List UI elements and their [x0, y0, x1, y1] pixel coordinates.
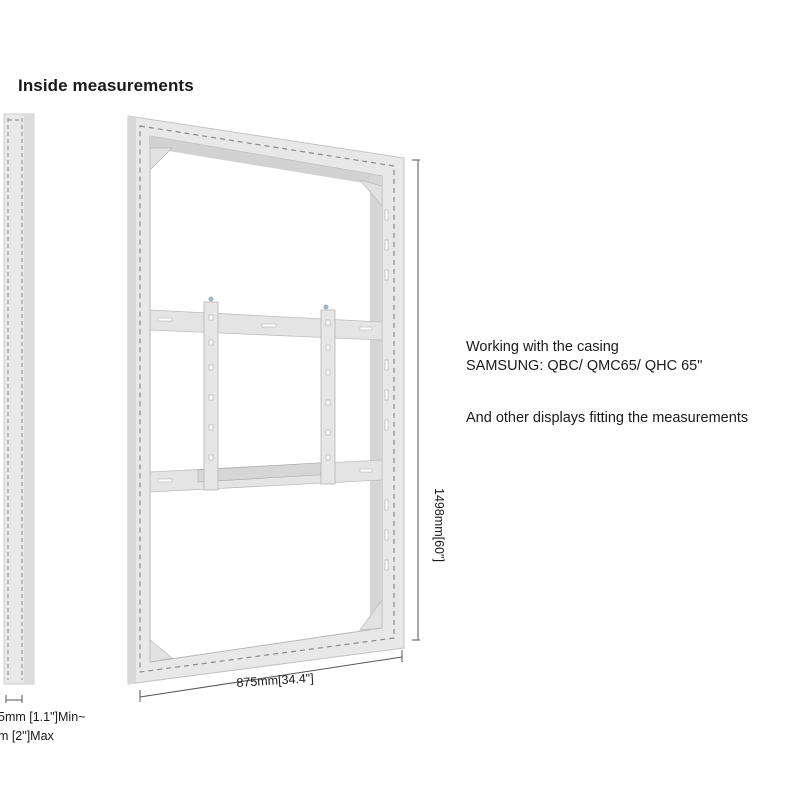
depth-min-label: 5mm [1.1"]Min~	[0, 710, 86, 724]
page-title: Inside measurements	[18, 76, 194, 95]
vertical-brackets	[203, 296, 336, 491]
compatibility-line-1: Working with the casing	[466, 339, 619, 355]
side-profile-view	[3, 113, 35, 703]
compatibility-line-2: SAMSUNG: QBC/ QMC65/ QHC 65"	[466, 358, 703, 374]
height-dimension-label: 1498mm[60"]	[432, 488, 446, 562]
compatibility-note: Working with the casing SAMSUNG: QBC/ QM…	[466, 338, 702, 376]
other-displays-note: And other displays fitting the measureme…	[466, 410, 749, 426]
main-frame	[127, 115, 405, 685]
dimension-lines	[139, 159, 420, 702]
depth-max-label: nm [2"]Max	[0, 729, 54, 743]
